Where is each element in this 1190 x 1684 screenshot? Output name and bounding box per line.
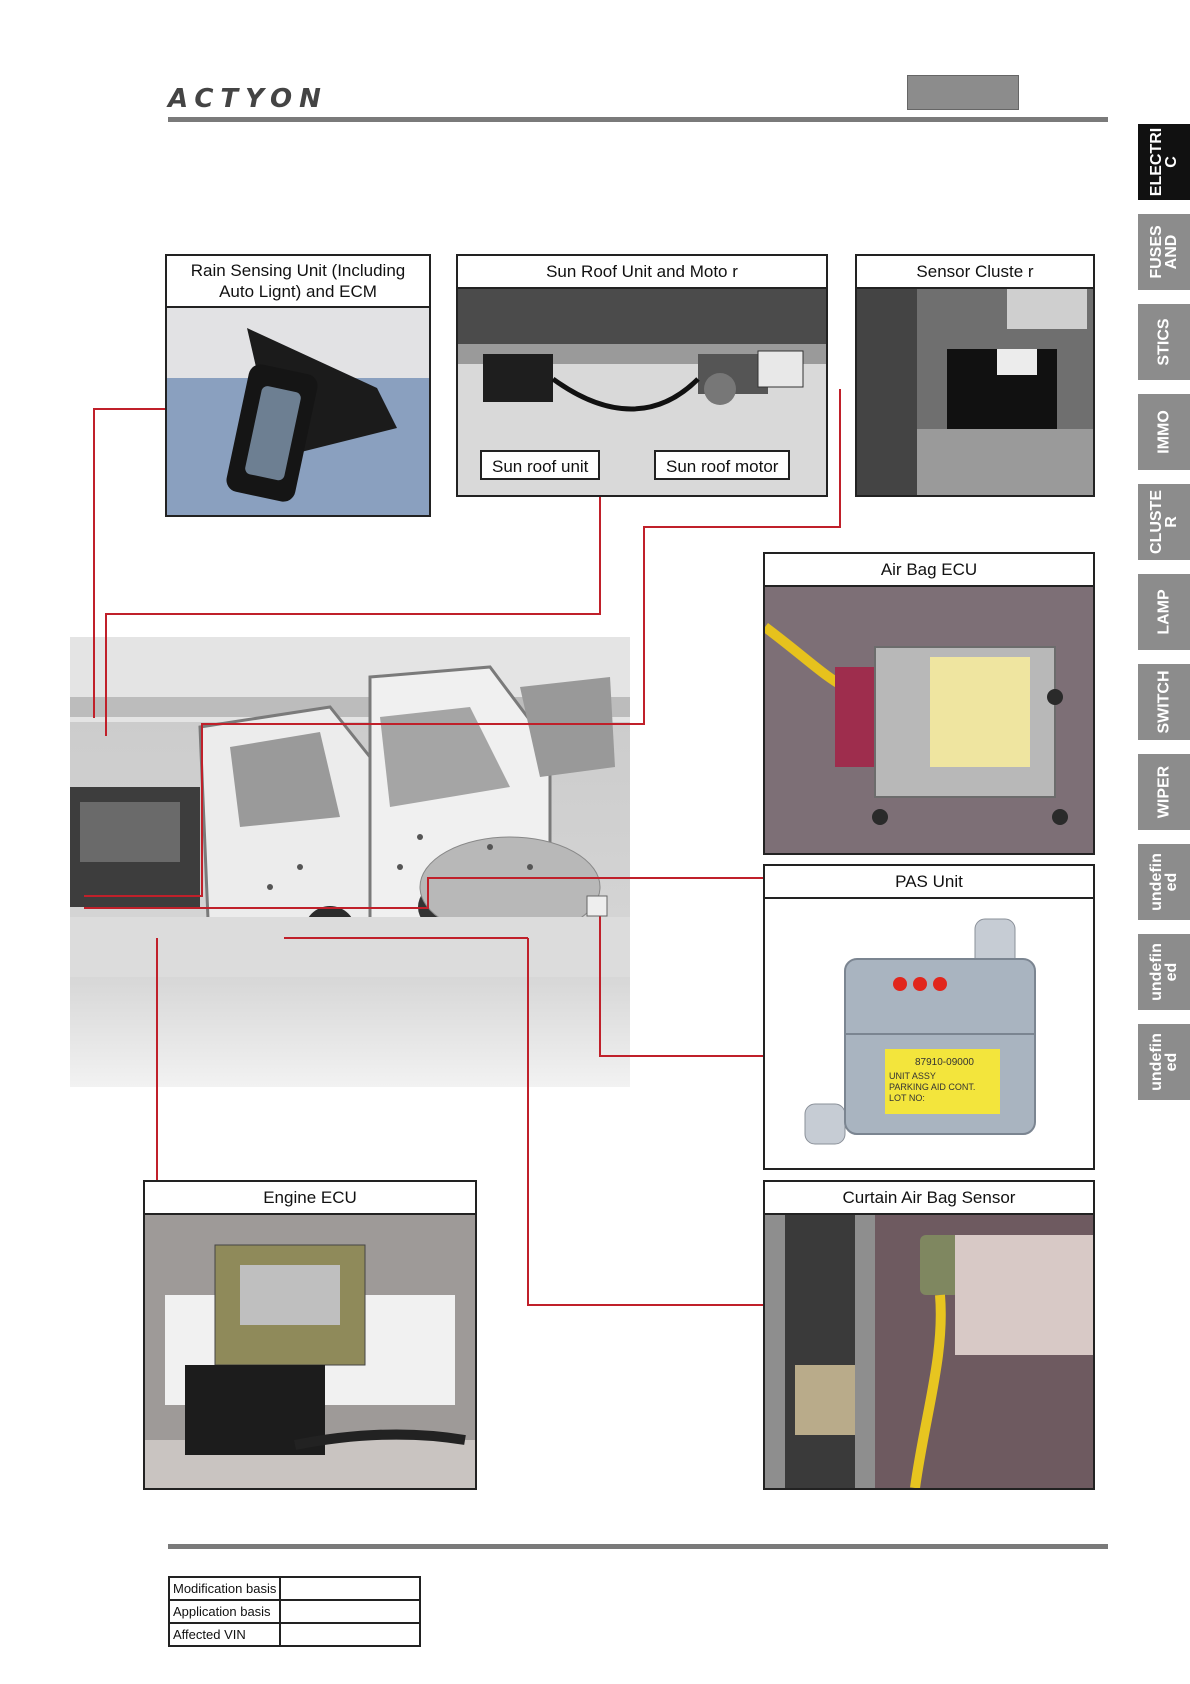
sun-roof-unit-label: Sun roof unit bbox=[480, 450, 601, 480]
table-label: Modification basis bbox=[167, 1576, 282, 1601]
tab-lamp[interactable]: LAMP bbox=[1138, 574, 1190, 650]
table-label: Affected VIN bbox=[167, 1622, 282, 1647]
panel-title: PAS Unit bbox=[765, 866, 1093, 899]
table-value bbox=[279, 1599, 422, 1624]
panel-engine-ecu: Engine ECU bbox=[143, 1180, 477, 1490]
sensor-cluster-photo bbox=[857, 289, 1093, 495]
panel-rain-sensor: Rain Sensing Unit (Including Auto Lignt)… bbox=[165, 254, 431, 517]
tab-undefined-3[interactable]: undefin ed bbox=[1138, 1024, 1190, 1100]
tab-diagnostics[interactable]: STICS bbox=[1138, 304, 1190, 380]
panel-title: Air Bag ECU bbox=[765, 554, 1093, 587]
tab-undefined-1[interactable]: undefin ed bbox=[1138, 844, 1190, 920]
panel-curtain-air-bag: Curtain Air Bag Sensor bbox=[763, 1180, 1095, 1490]
page-number-box bbox=[907, 75, 1019, 110]
tab-fuses-and[interactable]: FUSES AND bbox=[1138, 214, 1190, 290]
tab-wiper[interactable]: WIPER bbox=[1138, 754, 1190, 830]
air-bag-ecu-photo bbox=[765, 587, 1093, 853]
tab-switch[interactable]: SWITCH bbox=[1138, 664, 1190, 740]
panel-title: Engine ECU bbox=[145, 1182, 475, 1215]
pas-sticker-line1: UNIT ASSY bbox=[889, 1071, 936, 1081]
pas-unit-photo: 87910-09000 UNIT ASSY PARKING AID CONT. … bbox=[765, 899, 1093, 1168]
table-value bbox=[279, 1622, 422, 1647]
table-row: Modification basis bbox=[167, 1576, 422, 1601]
tab-undefined-2[interactable]: undefin ed bbox=[1138, 934, 1190, 1010]
tab-immo[interactable]: IMMO bbox=[1138, 394, 1190, 470]
panel-title: Rain Sensing Unit (Including Auto Lignt)… bbox=[167, 256, 429, 308]
panel-sun-roof: Sun Roof Unit and Moto r Sun roof unit S… bbox=[456, 254, 828, 497]
tab-electric[interactable]: ELECTRI C bbox=[1138, 124, 1190, 200]
panel-title: Sensor Cluste r bbox=[857, 256, 1093, 289]
table-label: Application basis bbox=[167, 1599, 282, 1624]
panel-air-bag-ecu: Air Bag ECU bbox=[763, 552, 1095, 855]
pas-part-number: 87910-09000 bbox=[915, 1057, 974, 1068]
table-value bbox=[279, 1576, 422, 1601]
vehicle-interior-photo bbox=[70, 637, 630, 1087]
panel-title: Sun Roof Unit and Moto r bbox=[458, 256, 826, 289]
sun-roof-photo bbox=[458, 289, 826, 495]
panel-pas-unit: PAS Unit 87910-09000 UNIT ASSY PARKING A… bbox=[763, 864, 1095, 1170]
pas-sticker-line2: PARKING AID CONT. bbox=[889, 1082, 975, 1092]
curtain-air-bag-photo bbox=[765, 1215, 1093, 1488]
engine-ecu-photo bbox=[145, 1215, 475, 1488]
header-rule bbox=[168, 117, 1108, 122]
tab-cluster[interactable]: CLUSTE R bbox=[1138, 484, 1190, 560]
table-row: Application basis bbox=[167, 1599, 422, 1624]
modification-table: Modification basis Application basis Aff… bbox=[167, 1576, 422, 1647]
rain-sensor-photo bbox=[167, 308, 429, 515]
panel-sensor-cluster: Sensor Cluste r bbox=[855, 254, 1095, 497]
panel-title: Curtain Air Bag Sensor bbox=[765, 1182, 1093, 1215]
brand-logo: ACTYON bbox=[168, 84, 328, 114]
footer-rule bbox=[168, 1544, 1108, 1549]
sun-roof-motor-label: Sun roof motor bbox=[654, 450, 791, 480]
table-row: Affected VIN bbox=[167, 1622, 422, 1647]
pas-sticker-line3: LOT NO: bbox=[889, 1093, 925, 1103]
